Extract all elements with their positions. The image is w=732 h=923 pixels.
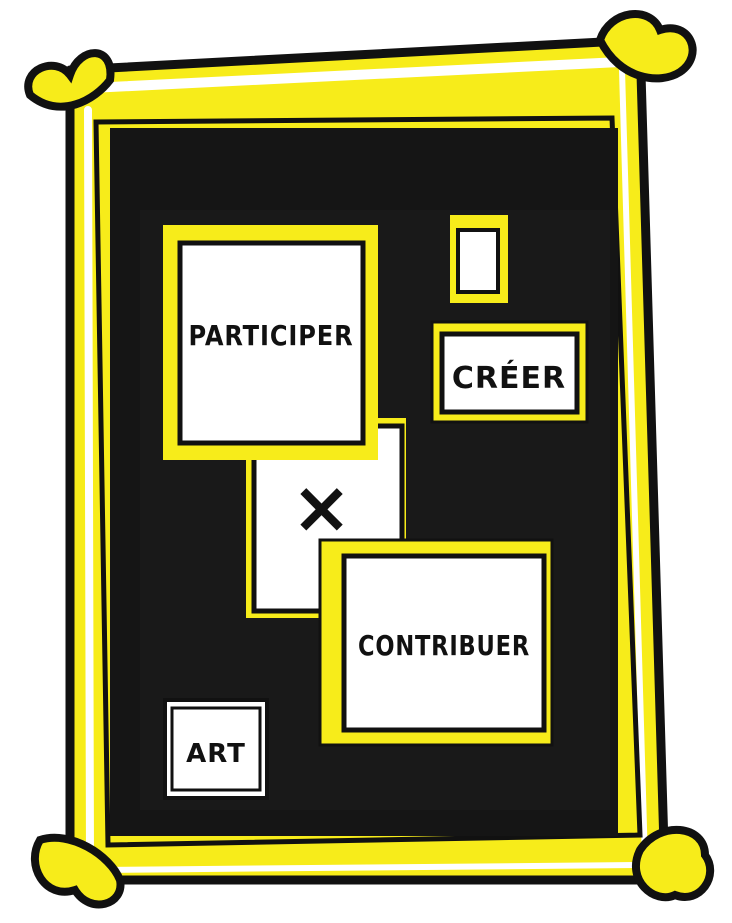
label-creer: CRÉER <box>452 360 566 396</box>
panel-contribuer: CONTRIBUER <box>320 540 552 745</box>
label-art: ART <box>186 739 246 769</box>
corner-ornament-bottom-right <box>636 830 710 897</box>
label-cross: × <box>291 465 352 549</box>
panel-participer: PARTICIPER <box>163 225 378 460</box>
panel-creer: CRÉER <box>432 322 587 422</box>
small-top-panel <box>450 215 508 303</box>
label-participer: PARTICIPER <box>189 319 354 352</box>
panel-art: ART <box>165 700 267 798</box>
label-contribuer: CONTRIBUER <box>358 629 530 662</box>
